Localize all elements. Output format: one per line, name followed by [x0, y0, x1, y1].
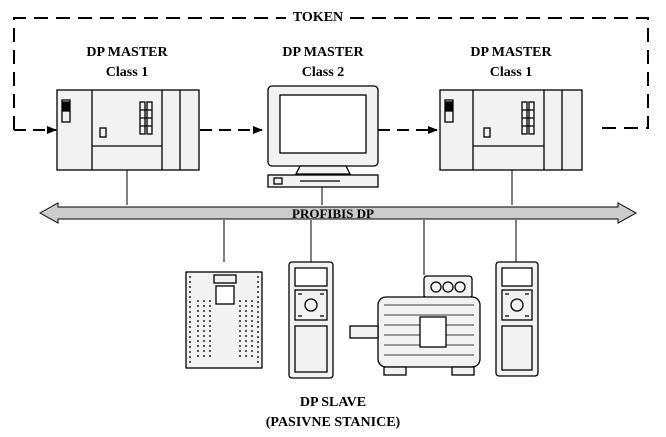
master-3-class: Class 1	[489, 65, 533, 80]
token-ring	[13, 17, 649, 130]
master-1-title: DP MASTER	[86, 45, 168, 60]
bus-label: PROFIBIS DP	[292, 206, 374, 221]
master-1-class: Class 1	[105, 65, 149, 80]
drive-slave-2-icon	[288, 261, 334, 379]
master-3-title: DP MASTER	[470, 45, 552, 60]
master-drop-lines	[126, 170, 513, 205]
token-label: TOKEN	[292, 10, 344, 25]
plc-master-1-icon	[56, 89, 200, 171]
slave-title: DP SLAVE	[299, 395, 367, 410]
master-2-title: DP MASTER	[282, 45, 364, 60]
master-2-class: Class 2	[301, 65, 345, 80]
motor-slave-icon	[349, 275, 481, 376]
plc-master-2-icon	[439, 89, 583, 171]
slave-drop-lines	[223, 220, 517, 275]
slave-subtitle: (PASIVNE STANICE)	[265, 415, 401, 430]
profibus-bus	[38, 202, 638, 224]
drive-slave-1-icon	[185, 271, 263, 369]
drive-slave-3-icon	[495, 261, 539, 377]
pc-master-icon	[267, 85, 379, 188]
